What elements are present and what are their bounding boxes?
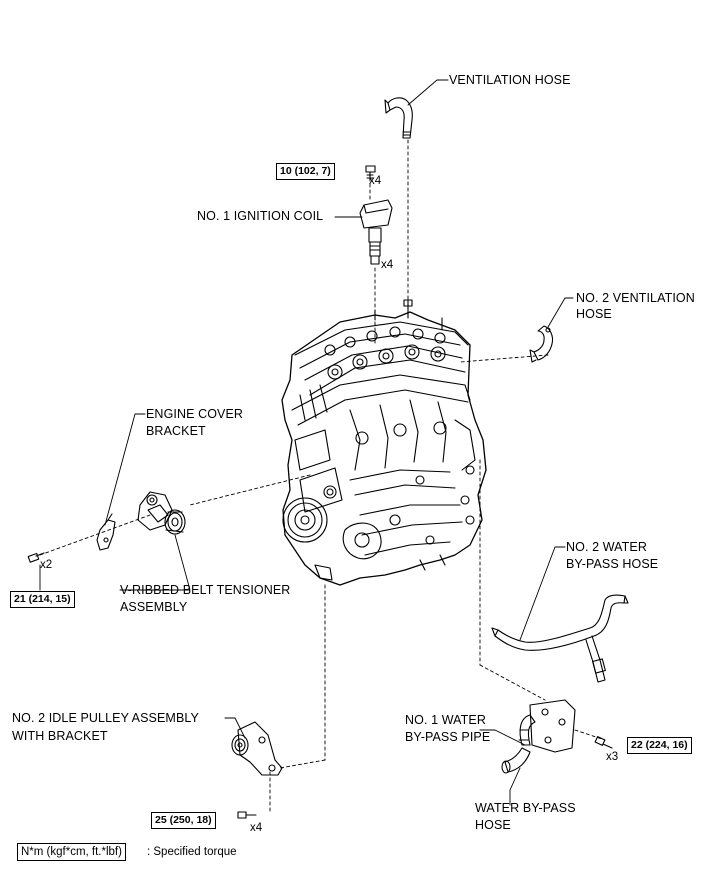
label-no2-ventilation-hose-line2: HOSE <box>576 307 612 321</box>
ignition-coil-bolt-part <box>365 165 376 181</box>
no2-ventilation-hose-part <box>529 325 554 363</box>
no2-idle-pulley-part <box>231 721 283 776</box>
label-engine-cover-bracket-line2: BRACKET <box>146 424 206 438</box>
leader-lines <box>39 79 574 806</box>
no1-water-bypass-pipe-part <box>518 699 576 753</box>
torque-ignition-coil-bolt: 10 (102, 7) <box>276 163 335 180</box>
label-ventilation-hose: VENTILATION HOSE <box>449 73 571 87</box>
label-no1-water-bypass-pipe-line1: NO. 1 WATER <box>405 713 486 727</box>
qty-ignition-coil: x4 <box>381 259 394 271</box>
label-no2-ventilation-hose-line1: NO. 2 VENTILATION <box>576 291 695 305</box>
qty-engine-cover-bracket-bolt: x2 <box>40 559 53 571</box>
ignition-coil-part <box>359 199 393 265</box>
v-ribbed-belt-tensioner-part <box>137 491 186 535</box>
label-engine-cover-bracket-line1: ENGINE COVER <box>146 407 244 421</box>
label-no2-idle-pulley-line1: NO. 2 IDLE PULLEY ASSEMBLY <box>12 711 199 725</box>
torque-water-pipe-bolt: 22 (224, 16) <box>627 737 692 754</box>
label-no2-idle-pulley-line2: WITH BRACKET <box>12 729 108 743</box>
engine-block-part <box>281 299 487 586</box>
legend-description: : Specified torque <box>147 846 237 858</box>
qty-idle-pulley-bolt: x4 <box>250 822 263 834</box>
label-water-bypass-hose-line2: HOSE <box>475 818 511 832</box>
qty-ignition-coil-bolt: x4 <box>369 175 382 187</box>
no2-water-bypass-hose-part <box>491 594 629 683</box>
engine-cover-bracket-bolt-part <box>27 552 45 563</box>
assembly-dashed-lines <box>39 139 606 813</box>
label-no2-water-bypass-hose-line1: NO. 2 WATER <box>566 540 647 554</box>
label-water-bypass-hose-line1: WATER BY-PASS <box>475 801 576 815</box>
label-no2-water-bypass-hose-line2: BY-PASS HOSE <box>566 557 659 571</box>
torque-idle-pulley-bolt: 25 (250, 18) <box>151 812 216 829</box>
ventilation-hose-part <box>384 97 413 139</box>
label-v-ribbed-belt-tensioner-line2: ASSEMBLY <box>120 600 188 614</box>
engine-cover-bracket-part <box>96 513 116 551</box>
qty-water-pipe-bolt: x3 <box>606 751 619 763</box>
torque-engine-cover-bracket-bolt: 21 (214, 15) <box>10 591 75 608</box>
label-no1-water-bypass-pipe-line2: BY-PASS PIPE <box>405 730 491 744</box>
water-pipe-bolt-part <box>594 736 613 749</box>
idle-pulley-bolt-part <box>237 811 257 819</box>
label-no1-ignition-coil: NO. 1 IGNITION COIL <box>197 209 324 223</box>
label-v-ribbed-belt-tensioner-line1: V-RIBBED BELT TENSIONER <box>120 583 291 597</box>
water-bypass-hose-part <box>501 747 531 774</box>
legend-torque-unit: N*m (kgf*cm, ft.*lbf) <box>17 843 126 861</box>
